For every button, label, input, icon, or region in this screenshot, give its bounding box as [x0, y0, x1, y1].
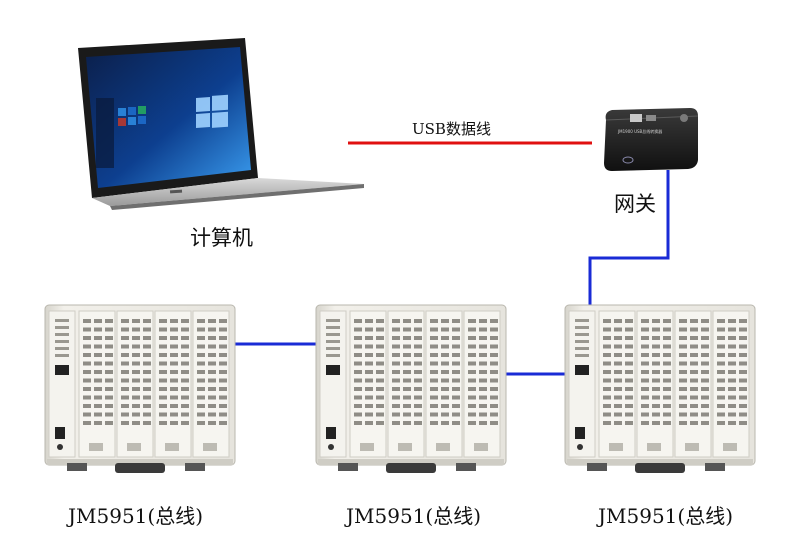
- data-acquisition-chassis-icon: [44, 304, 236, 473]
- data-acquisition-chassis-icon: [564, 304, 756, 473]
- gateway-model-text: JM1900 USB总线转换器: [617, 128, 662, 134]
- laptop-icon: [78, 38, 364, 210]
- device-label-3: JM5951(总线): [598, 504, 733, 528]
- gateway-label: 网关: [614, 192, 656, 216]
- device-label-1: JM5951(总线): [68, 504, 203, 528]
- usb-cable-label: USB数据线: [412, 120, 491, 138]
- computer-label: 计算机: [190, 226, 253, 250]
- usb-gateway-icon: JM1900 USB总线转换器: [604, 108, 699, 171]
- device-label-2: JM5951(总线): [346, 504, 481, 528]
- data-acquisition-chassis-icon: [315, 304, 507, 473]
